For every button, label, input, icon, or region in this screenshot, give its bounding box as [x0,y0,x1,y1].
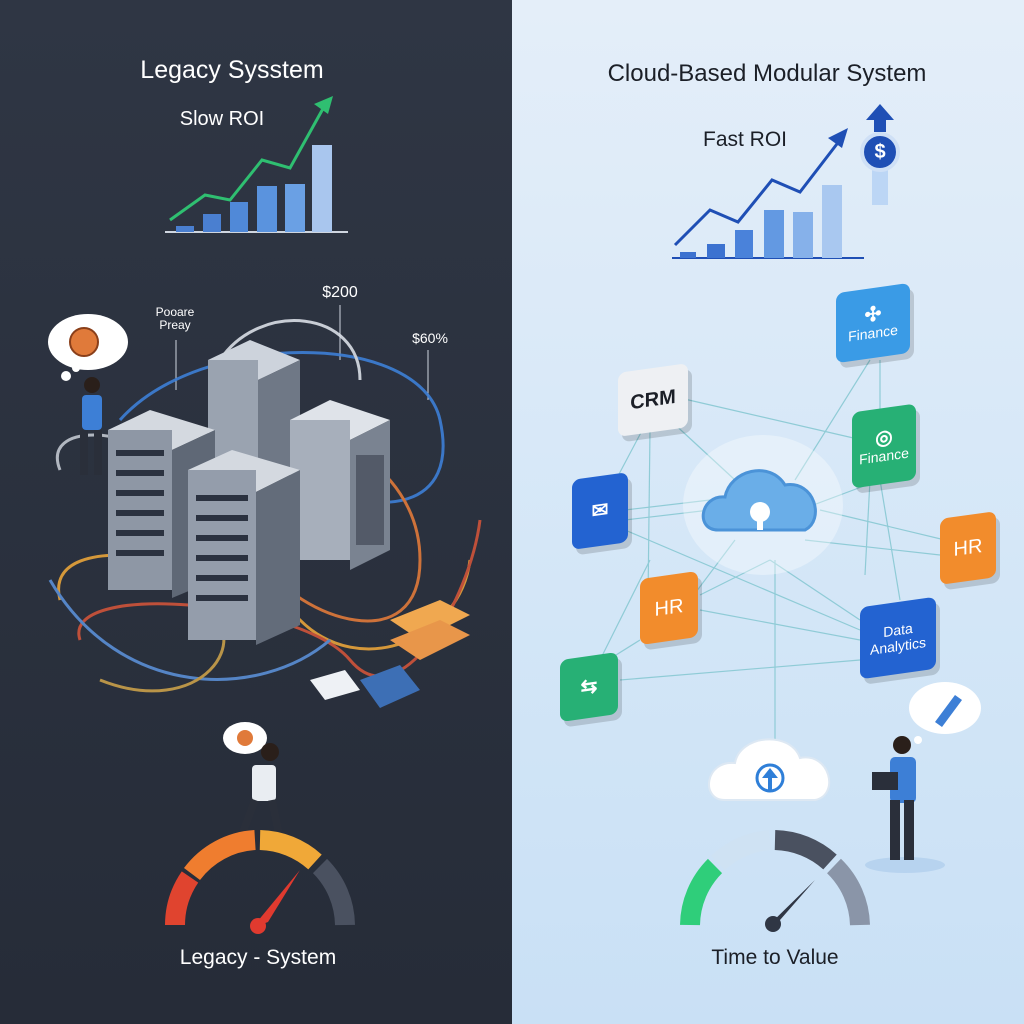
module-data-analytics[interactable]: Data Analytics [860,596,936,680]
percent-callout: $60% [412,330,448,346]
upload-cloud-icon [708,738,831,801]
module-finance-blue[interactable]: ✣ Finance [836,282,910,364]
price-callout: $200 [322,284,358,301]
rocket-thought-bubble [909,682,981,744]
trend-line [673,139,842,247]
module-hr[interactable]: HR [640,570,698,646]
bar [257,186,277,232]
person-with-laptop [865,736,945,873]
trend-arrow-icon [314,96,333,114]
legacy-gauge-label: Legacy - System [179,946,337,969]
snail-thought-bubble [48,314,267,754]
bar [735,230,753,258]
gauge-needle [252,870,300,928]
mail-icon: ✉ [591,498,609,524]
module-mail[interactable]: ✉ [572,472,628,550]
frustrated-person-bottom [236,743,284,842]
dollar-symbol: $ [874,141,886,163]
bar [822,185,842,258]
dollar-coin-icon [860,132,900,172]
bar [764,210,784,258]
slow-roi-chart [165,96,348,233]
legacy-title: Legacy Sysstem [140,56,324,84]
trend-arrow-icon [828,128,848,148]
bar [793,212,813,258]
time-to-value-gauge [680,830,870,932]
time-to-value-label: Time to Value [711,946,839,969]
cloud-title: Cloud-Based Modular System [607,60,927,87]
books [310,600,470,708]
frustrated-person-top [80,377,102,475]
bar [176,226,194,232]
integration-icon: ⇆ [580,674,598,700]
module-finance-green[interactable]: ◎ Finance [852,403,916,489]
bar [203,214,221,232]
gauge-needle [766,880,815,928]
bar [707,244,725,258]
up-arrow-icon [866,104,894,120]
central-cloud-icon [683,435,843,575]
bar [312,145,332,232]
legacy-gauge [165,830,355,934]
snail-icon [69,327,99,357]
rocket-icon [935,695,962,727]
bar [285,184,305,232]
module-crm[interactable]: CRM [618,363,688,437]
fast-roi-label: Fast ROI [702,128,788,151]
bar [680,252,696,258]
bar [230,202,248,232]
slow-roi-label: Slow ROI [179,108,265,130]
module-hr-right[interactable]: HR [940,511,996,585]
module-integration[interactable]: ⇆ [560,651,618,723]
trend-line [169,104,327,222]
network-connections [599,359,946,760]
chat-icon: ◎ [875,425,893,451]
fast-roi-chart [672,104,900,259]
handshake-icon: ✣ [864,302,882,328]
server-racks [108,340,390,645]
